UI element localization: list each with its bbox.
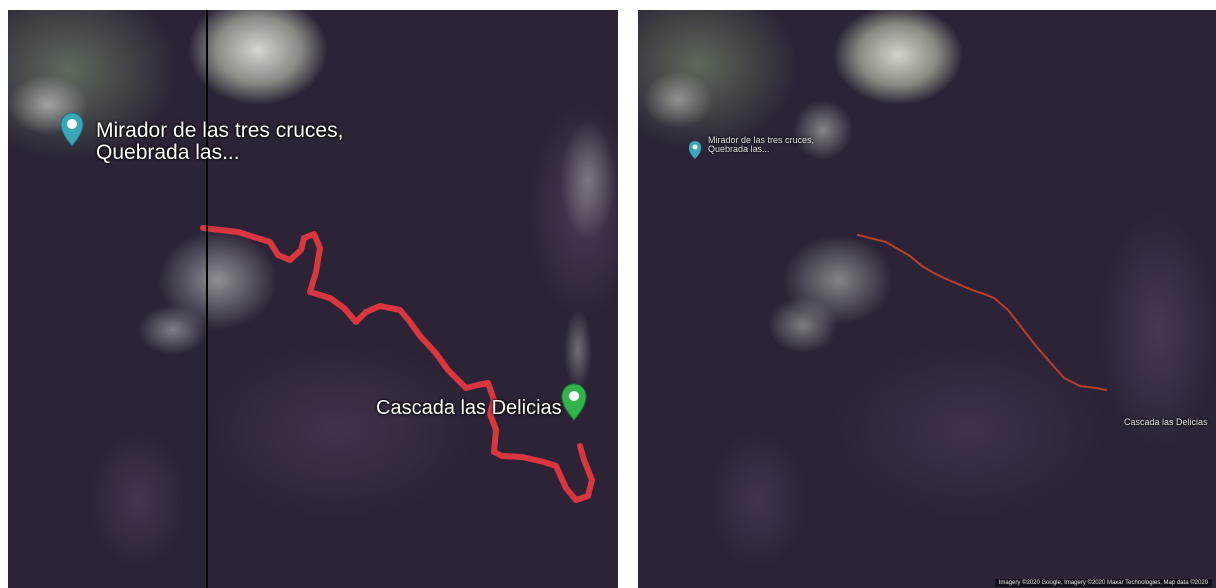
hiking-route [200,225,595,503]
satellite-imagery [8,10,618,588]
right-map-panel[interactable]: Mirador de las tres cruces, Quebrada las… [638,10,1216,588]
viewpoint-pin-icon[interactable] [60,112,84,147]
mirador-label[interactable]: Mirador de las tres cruces, Quebrada las… [96,119,344,165]
map-attribution: Imagery ©2020 Google, Imagery ©2020 Maxa… [994,579,1212,587]
viewpoint-pin-icon[interactable] [689,141,701,159]
satellite-imagery [638,10,1216,588]
scan-divider-line [206,10,208,588]
left-map-panel[interactable]: Mirador de las tres cruces, Quebrada las… [8,10,618,588]
mirador-label[interactable]: Mirador de las tres cruces, Quebrada las… [708,135,815,155]
waterfall-pin-icon[interactable] [561,383,587,421]
hiking-route [857,234,1107,391]
cascada-label[interactable]: Cascada las Delicias [376,397,562,419]
cascada-label[interactable]: Cascada las Delicias [1124,417,1208,427]
